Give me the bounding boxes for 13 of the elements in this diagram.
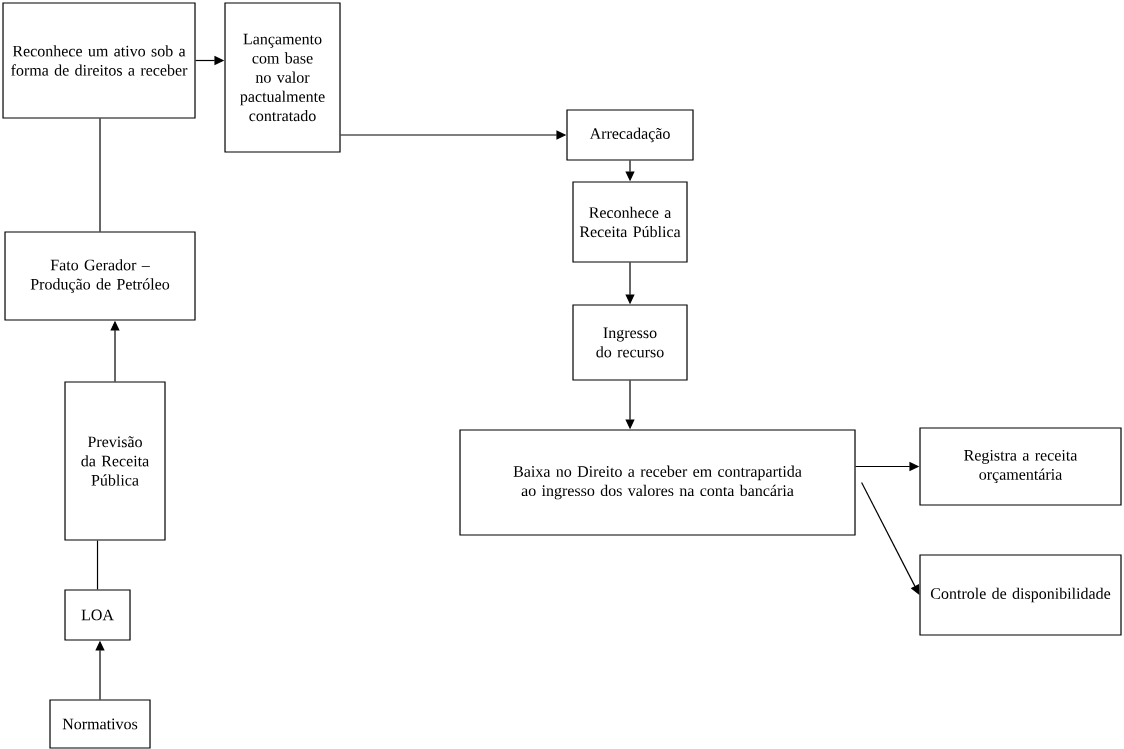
process-box: Arrecadação [566,109,694,161]
process-box: Controle de disponibilidade [919,554,1122,636]
process-box: Lançamento com base no valor pactualmente contratado [224,2,341,153]
process-box: Previsão da Receita Pública [64,381,166,541]
process-box: Reconhece a Receita Pública [572,181,688,263]
process-box: LOA [64,589,131,641]
process-box: Registra a receita orçamentária [919,427,1122,506]
process-box: Ingresso do recurso [572,304,688,381]
arrow [861,481,920,595]
process-box: Baixa no Direito a receber em contrapartida ao ingresso dos valores na conta bancária [459,429,856,536]
process-box: Normativos [49,699,151,749]
process-box: Fato Gerador – Produção de Petróleo [4,231,196,321]
process-box: Reconhece um ativo sob a forma de direitos a receber [2,2,196,119]
